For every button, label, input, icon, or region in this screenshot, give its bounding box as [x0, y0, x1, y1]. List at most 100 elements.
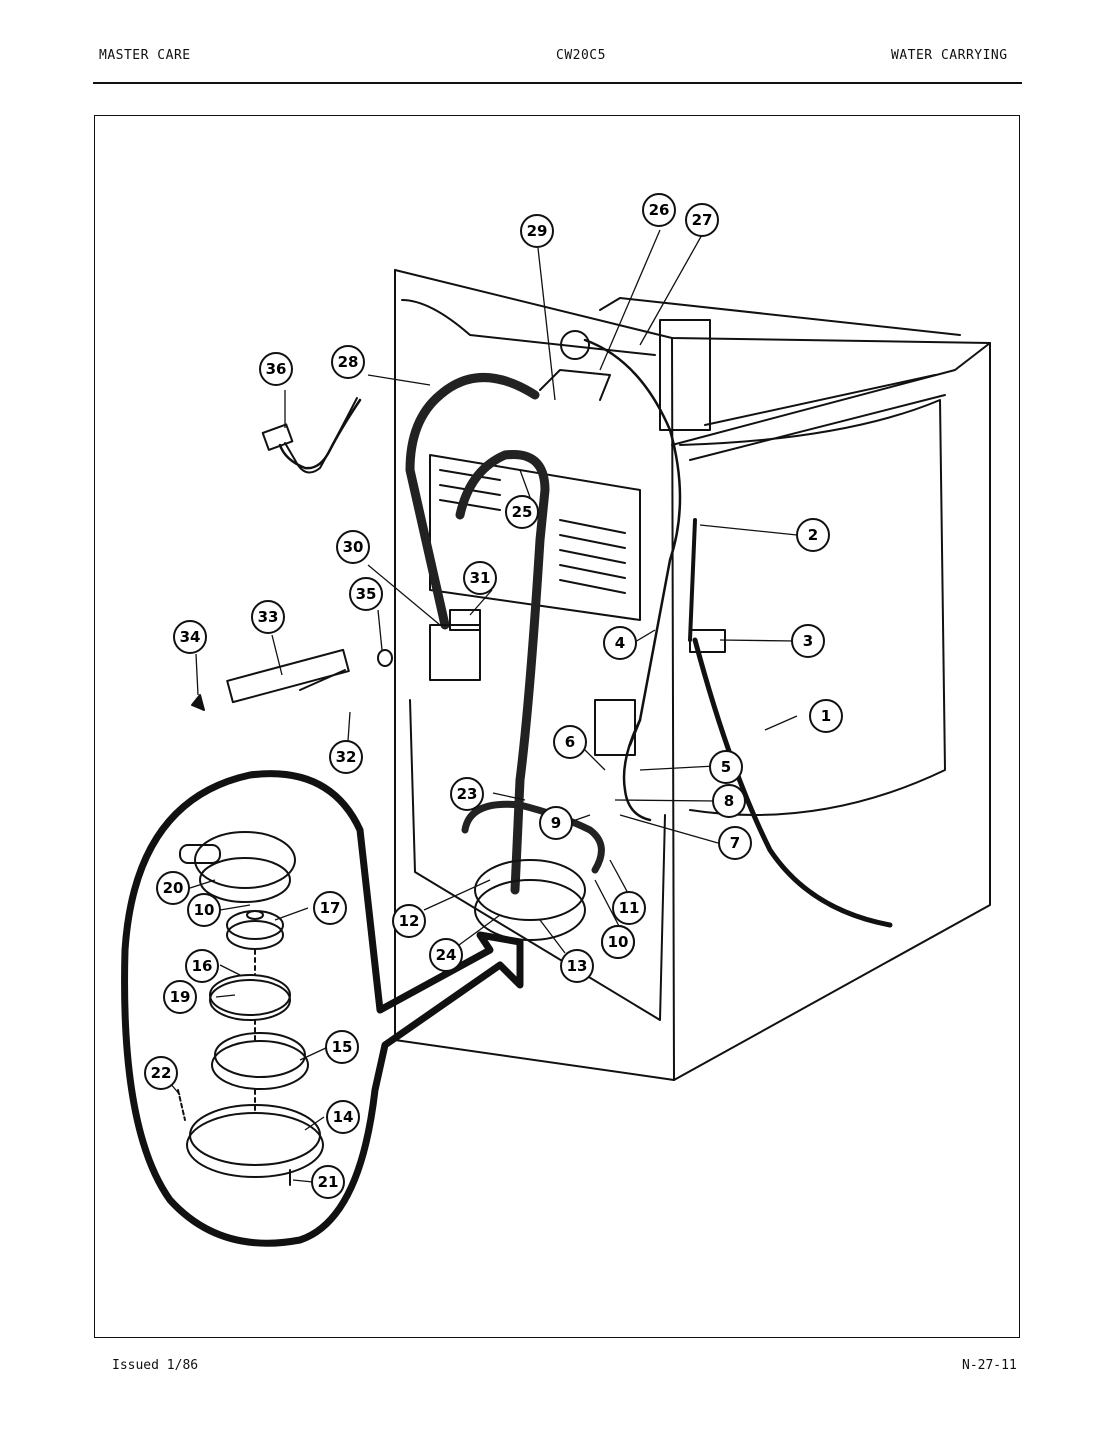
callout-20: 20	[156, 871, 190, 905]
callout-label: 9	[551, 814, 561, 832]
callout-label: 29	[527, 222, 548, 240]
callout-label: 27	[692, 211, 713, 229]
callout-9: 9	[539, 806, 573, 840]
callout-label: 8	[724, 792, 734, 810]
callout-28: 28	[331, 345, 365, 379]
callout-label: 11	[619, 899, 640, 917]
callout-circle	[329, 740, 363, 774]
callout-label: 32	[336, 748, 357, 766]
callout-label: 23	[457, 785, 478, 803]
pump-mounted	[474, 859, 586, 941]
callout-circle	[505, 495, 539, 529]
callout-label: 26	[649, 201, 670, 219]
callout-31: 31	[463, 561, 497, 595]
callout-circle	[796, 518, 830, 552]
callout-label: 6	[565, 733, 575, 751]
callout-17: 17	[313, 891, 347, 925]
callout-circle	[450, 777, 484, 811]
callout-circle	[325, 1030, 359, 1064]
callout-label: 22	[151, 1064, 172, 1082]
washer-cabinet	[394, 269, 991, 1081]
callout-label: 17	[320, 899, 341, 917]
callout-label: 28	[338, 353, 359, 371]
callout-circle	[809, 699, 843, 733]
callout-circle	[642, 193, 676, 227]
callout-circle	[173, 620, 207, 654]
callout-16: 16	[185, 949, 219, 983]
callout-circle	[187, 893, 221, 927]
callout-30: 30	[336, 530, 370, 564]
callout-21: 21	[311, 1165, 345, 1199]
callout-label: 34	[180, 628, 201, 646]
callout-circle	[156, 871, 190, 905]
callout-label: 4	[615, 634, 625, 652]
callout-6: 6	[553, 725, 587, 759]
header-model: CW20C5	[556, 48, 606, 63]
callout-34: 34	[173, 620, 207, 654]
callout-circle	[791, 624, 825, 658]
callout-circle	[539, 806, 573, 840]
callout-label: 10	[608, 933, 629, 951]
callout-13: 13	[560, 949, 594, 983]
callout-label: 30	[343, 538, 364, 556]
callout-label: 20	[163, 879, 184, 897]
callout-label: 2	[808, 526, 818, 544]
callouts: 1234567891011121310141516171019202122232…	[144, 193, 843, 1199]
callout-circle	[326, 1100, 360, 1134]
callout-29: 29	[520, 214, 554, 248]
callout-circle	[163, 980, 197, 1014]
callout-26: 26	[642, 193, 676, 227]
callout-circle	[712, 784, 746, 818]
callout-label: 31	[470, 569, 491, 587]
callout-circle	[349, 577, 383, 611]
callout-32: 32	[329, 740, 363, 774]
header-brand: MASTER CARE	[99, 48, 191, 63]
callout-label: 5	[721, 758, 731, 776]
callout-10: 10	[601, 925, 635, 959]
callout-23: 23	[450, 777, 484, 811]
callout-label: 3	[803, 632, 813, 650]
callout-2: 2	[796, 518, 830, 552]
callout-label: 36	[266, 360, 287, 378]
callout-circle	[685, 203, 719, 237]
callout-label: 25	[512, 503, 533, 521]
water-valve	[191, 609, 481, 711]
callout-circle	[718, 826, 752, 860]
callout-circle	[331, 345, 365, 379]
callout-27: 27	[685, 203, 719, 237]
hoses	[405, 373, 605, 895]
callout-label: 24	[436, 946, 457, 964]
callout-circle	[709, 750, 743, 784]
callout-circle	[251, 600, 285, 634]
callout-label: 35	[356, 585, 377, 603]
callout-24: 24	[429, 938, 463, 972]
callout-36: 36	[259, 352, 293, 386]
pump-exploded-parts	[177, 831, 324, 1186]
callout-circle	[603, 626, 637, 660]
callout-circle	[560, 949, 594, 983]
callout-circle	[553, 725, 587, 759]
callout-5: 5	[709, 750, 743, 784]
callout-11: 11	[612, 891, 646, 925]
callout-circle	[259, 352, 293, 386]
diagram-frame	[94, 115, 1020, 1338]
callout-label: 21	[318, 1173, 339, 1191]
callout-label: 33	[258, 608, 279, 626]
power-cord	[261, 397, 358, 474]
callout-14: 14	[326, 1100, 360, 1134]
callout-1: 1	[809, 699, 843, 733]
callout-7: 7	[718, 826, 752, 860]
callout-circle	[463, 561, 497, 595]
callout-35: 35	[349, 577, 383, 611]
callout-4: 4	[603, 626, 637, 660]
callout-22: 22	[144, 1056, 178, 1090]
callout-label: 16	[192, 957, 213, 975]
header-rule	[93, 82, 1022, 84]
callout-circle	[144, 1056, 178, 1090]
callout-label: 19	[170, 988, 191, 1006]
footer-page-code: N-27-11	[962, 1358, 1017, 1373]
callout-15: 15	[325, 1030, 359, 1064]
callout-label: 14	[333, 1108, 354, 1126]
callout-circle	[185, 949, 219, 983]
